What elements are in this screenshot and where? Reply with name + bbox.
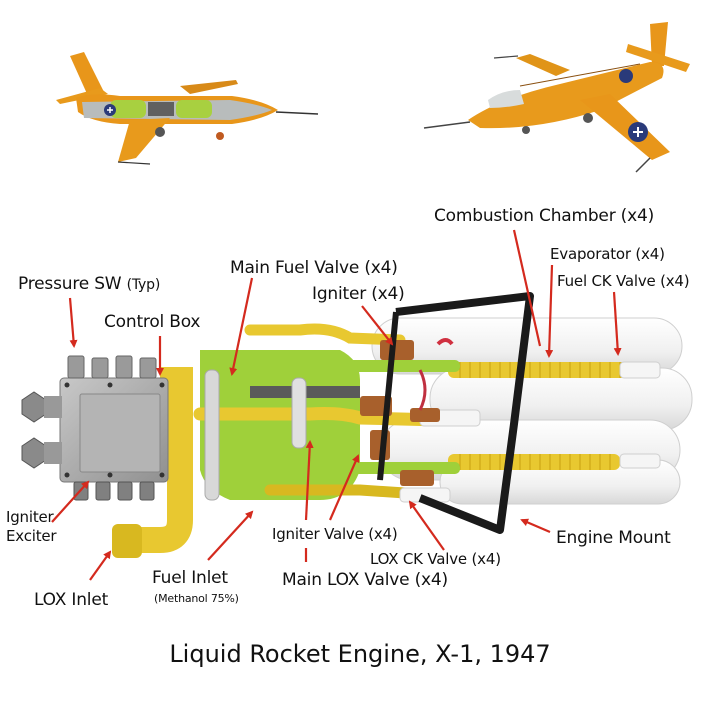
label-main-lox-valve: Main LOX Valve (x4) bbox=[282, 570, 448, 590]
leader-lines bbox=[51, 229, 622, 581]
x1-cutaway-aircraft bbox=[56, 52, 319, 165]
label-igniter-exciter-line2: Exciter bbox=[6, 527, 57, 545]
figure-title: Liquid Rocket Engine, X-1, 1947 bbox=[169, 640, 551, 668]
label-igniter: Igniter (x4) bbox=[312, 284, 405, 304]
label-control-box: Control Box bbox=[104, 312, 201, 332]
label-pressure-switch-suffix: (Typ) bbox=[126, 277, 161, 293]
label-igniter-valve: Igniter Valve (x4) bbox=[272, 525, 398, 543]
x1-aircraft bbox=[423, 22, 690, 173]
label-pressure-switch: Pressure SW (Typ) bbox=[18, 274, 160, 294]
label-igniter-exciter-line1: Igniter bbox=[6, 508, 54, 526]
label-evaporator: Evaporator (x4) bbox=[550, 245, 665, 263]
label-pressure-switch-text: Pressure SW bbox=[18, 274, 122, 294]
label-engine-mount: Engine Mount bbox=[556, 528, 671, 548]
label-lox-inlet: LOX Inlet bbox=[34, 590, 109, 610]
label-fuel-inlet-note: (Methanol 75%) bbox=[154, 592, 239, 605]
rocket-engine-model bbox=[21, 292, 693, 558]
label-lox-ck-valve: LOX CK Valve (x4) bbox=[370, 550, 501, 568]
label-main-fuel-valve: Main Fuel Valve (x4) bbox=[230, 258, 398, 278]
label-fuel-inlet: Fuel Inlet bbox=[152, 568, 228, 588]
label-combustion-chamber: Combustion Chamber (x4) bbox=[434, 206, 655, 226]
label-fuel-ck-valve: Fuel CK Valve (x4) bbox=[557, 272, 690, 290]
